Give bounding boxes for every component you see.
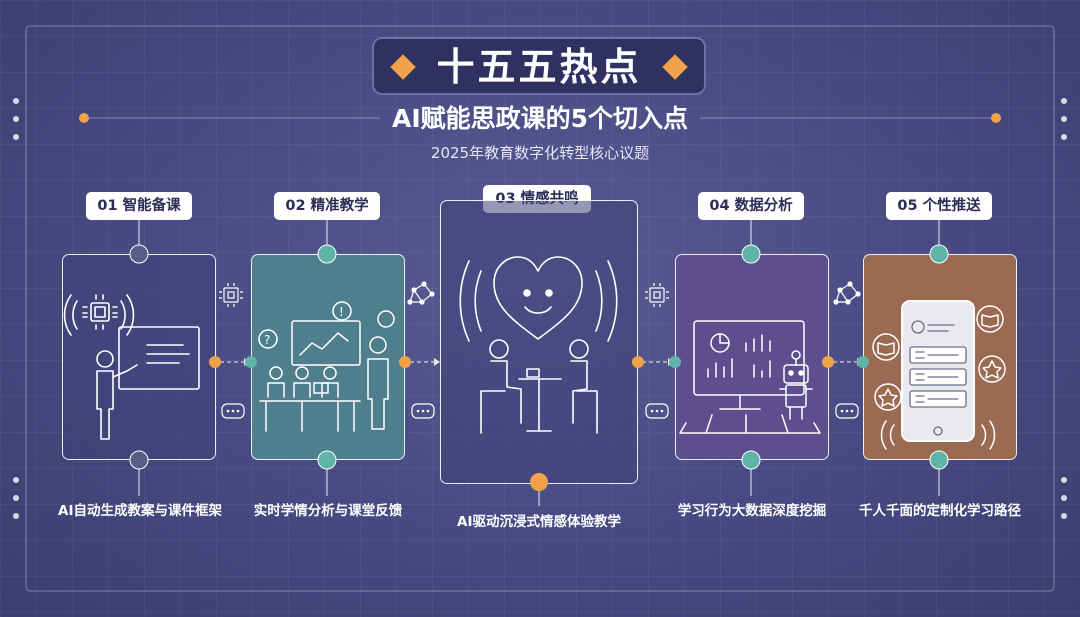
svg-text:!: !	[339, 305, 344, 319]
page-subtitle: AI赋能思政课的5个切入点	[391, 104, 689, 133]
teacher-blackboard-illustration	[63, 294, 200, 440]
svg-text:?: ?	[264, 333, 270, 347]
step-2-card: ? !	[251, 254, 405, 460]
classroom-illustration: ? !	[258, 301, 395, 432]
step-4-caption: 学习行为大数据深度挖掘	[677, 503, 827, 519]
data-dashboard-illustration	[679, 320, 821, 434]
heart-dialogue-illustration	[459, 256, 618, 434]
step-5-card	[863, 254, 1017, 460]
title-banner: 十五五热点	[372, 37, 706, 95]
step-3-caption: AI驱动沉浸式情感体验教学	[457, 514, 621, 530]
step-2-label: 02 精准教学	[274, 192, 380, 220]
step-4-label: 04 数据分析	[698, 192, 804, 220]
step-5-label: 05 个性推送	[886, 192, 992, 220]
page-tagline: 2025年教育数字化转型核心议题	[430, 144, 650, 162]
page-title: 十五五热点	[436, 45, 642, 89]
step-1-caption: AI自动生成教案与课件框架	[58, 503, 222, 519]
step-1-card	[62, 254, 216, 460]
step-2-caption: 实时学情分析与课堂反馈	[253, 503, 403, 519]
step-3-card	[440, 200, 638, 484]
step-1-label: 01 智能备课	[86, 192, 192, 220]
smartphone-illustration	[872, 300, 1006, 450]
step-5-caption: 千人千面的定制化学习路径	[859, 503, 1021, 519]
